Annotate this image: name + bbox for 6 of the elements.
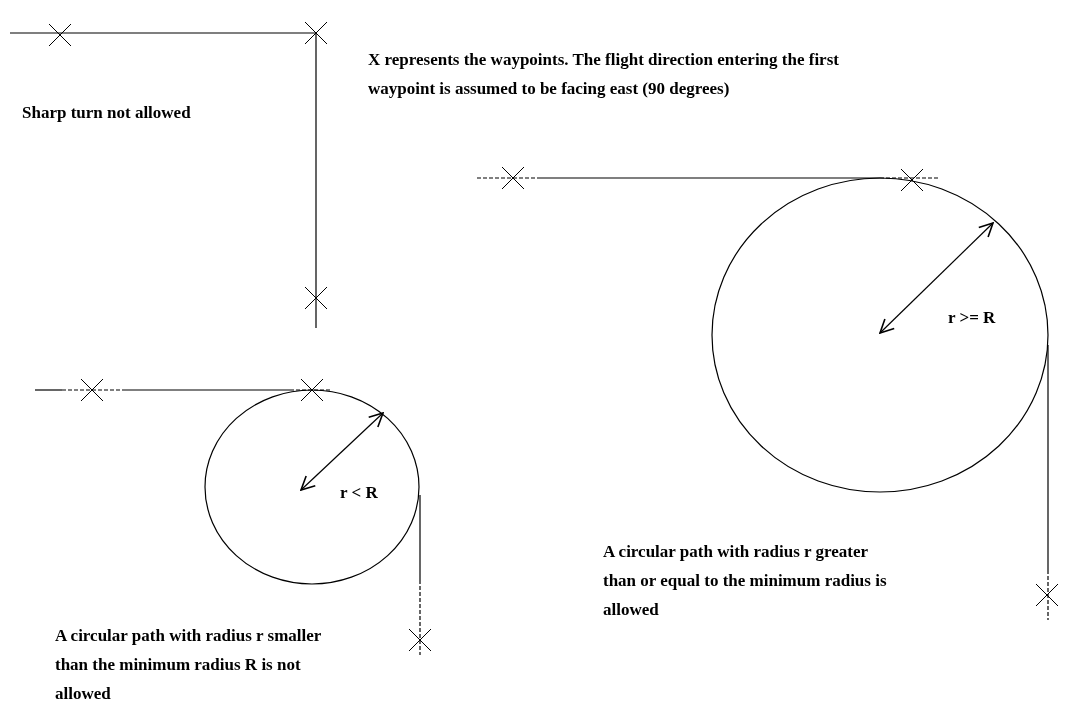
caption-text: Sharp turn not allowed	[22, 102, 192, 124]
caption-text: A circular path with radius r greater than or equal to the minimum radius is allowed	[603, 541, 888, 621]
radius-label: r >= R	[948, 307, 997, 329]
radius-label: r < R	[340, 482, 379, 504]
legend-note: X represents the waypoints. The flight direction entering the first waypoint is assumed to be facing east (90 degrees)	[368, 49, 840, 100]
caption-text: A circular path with radius r smaller than the minimum radius R is not allowed	[55, 625, 323, 705]
